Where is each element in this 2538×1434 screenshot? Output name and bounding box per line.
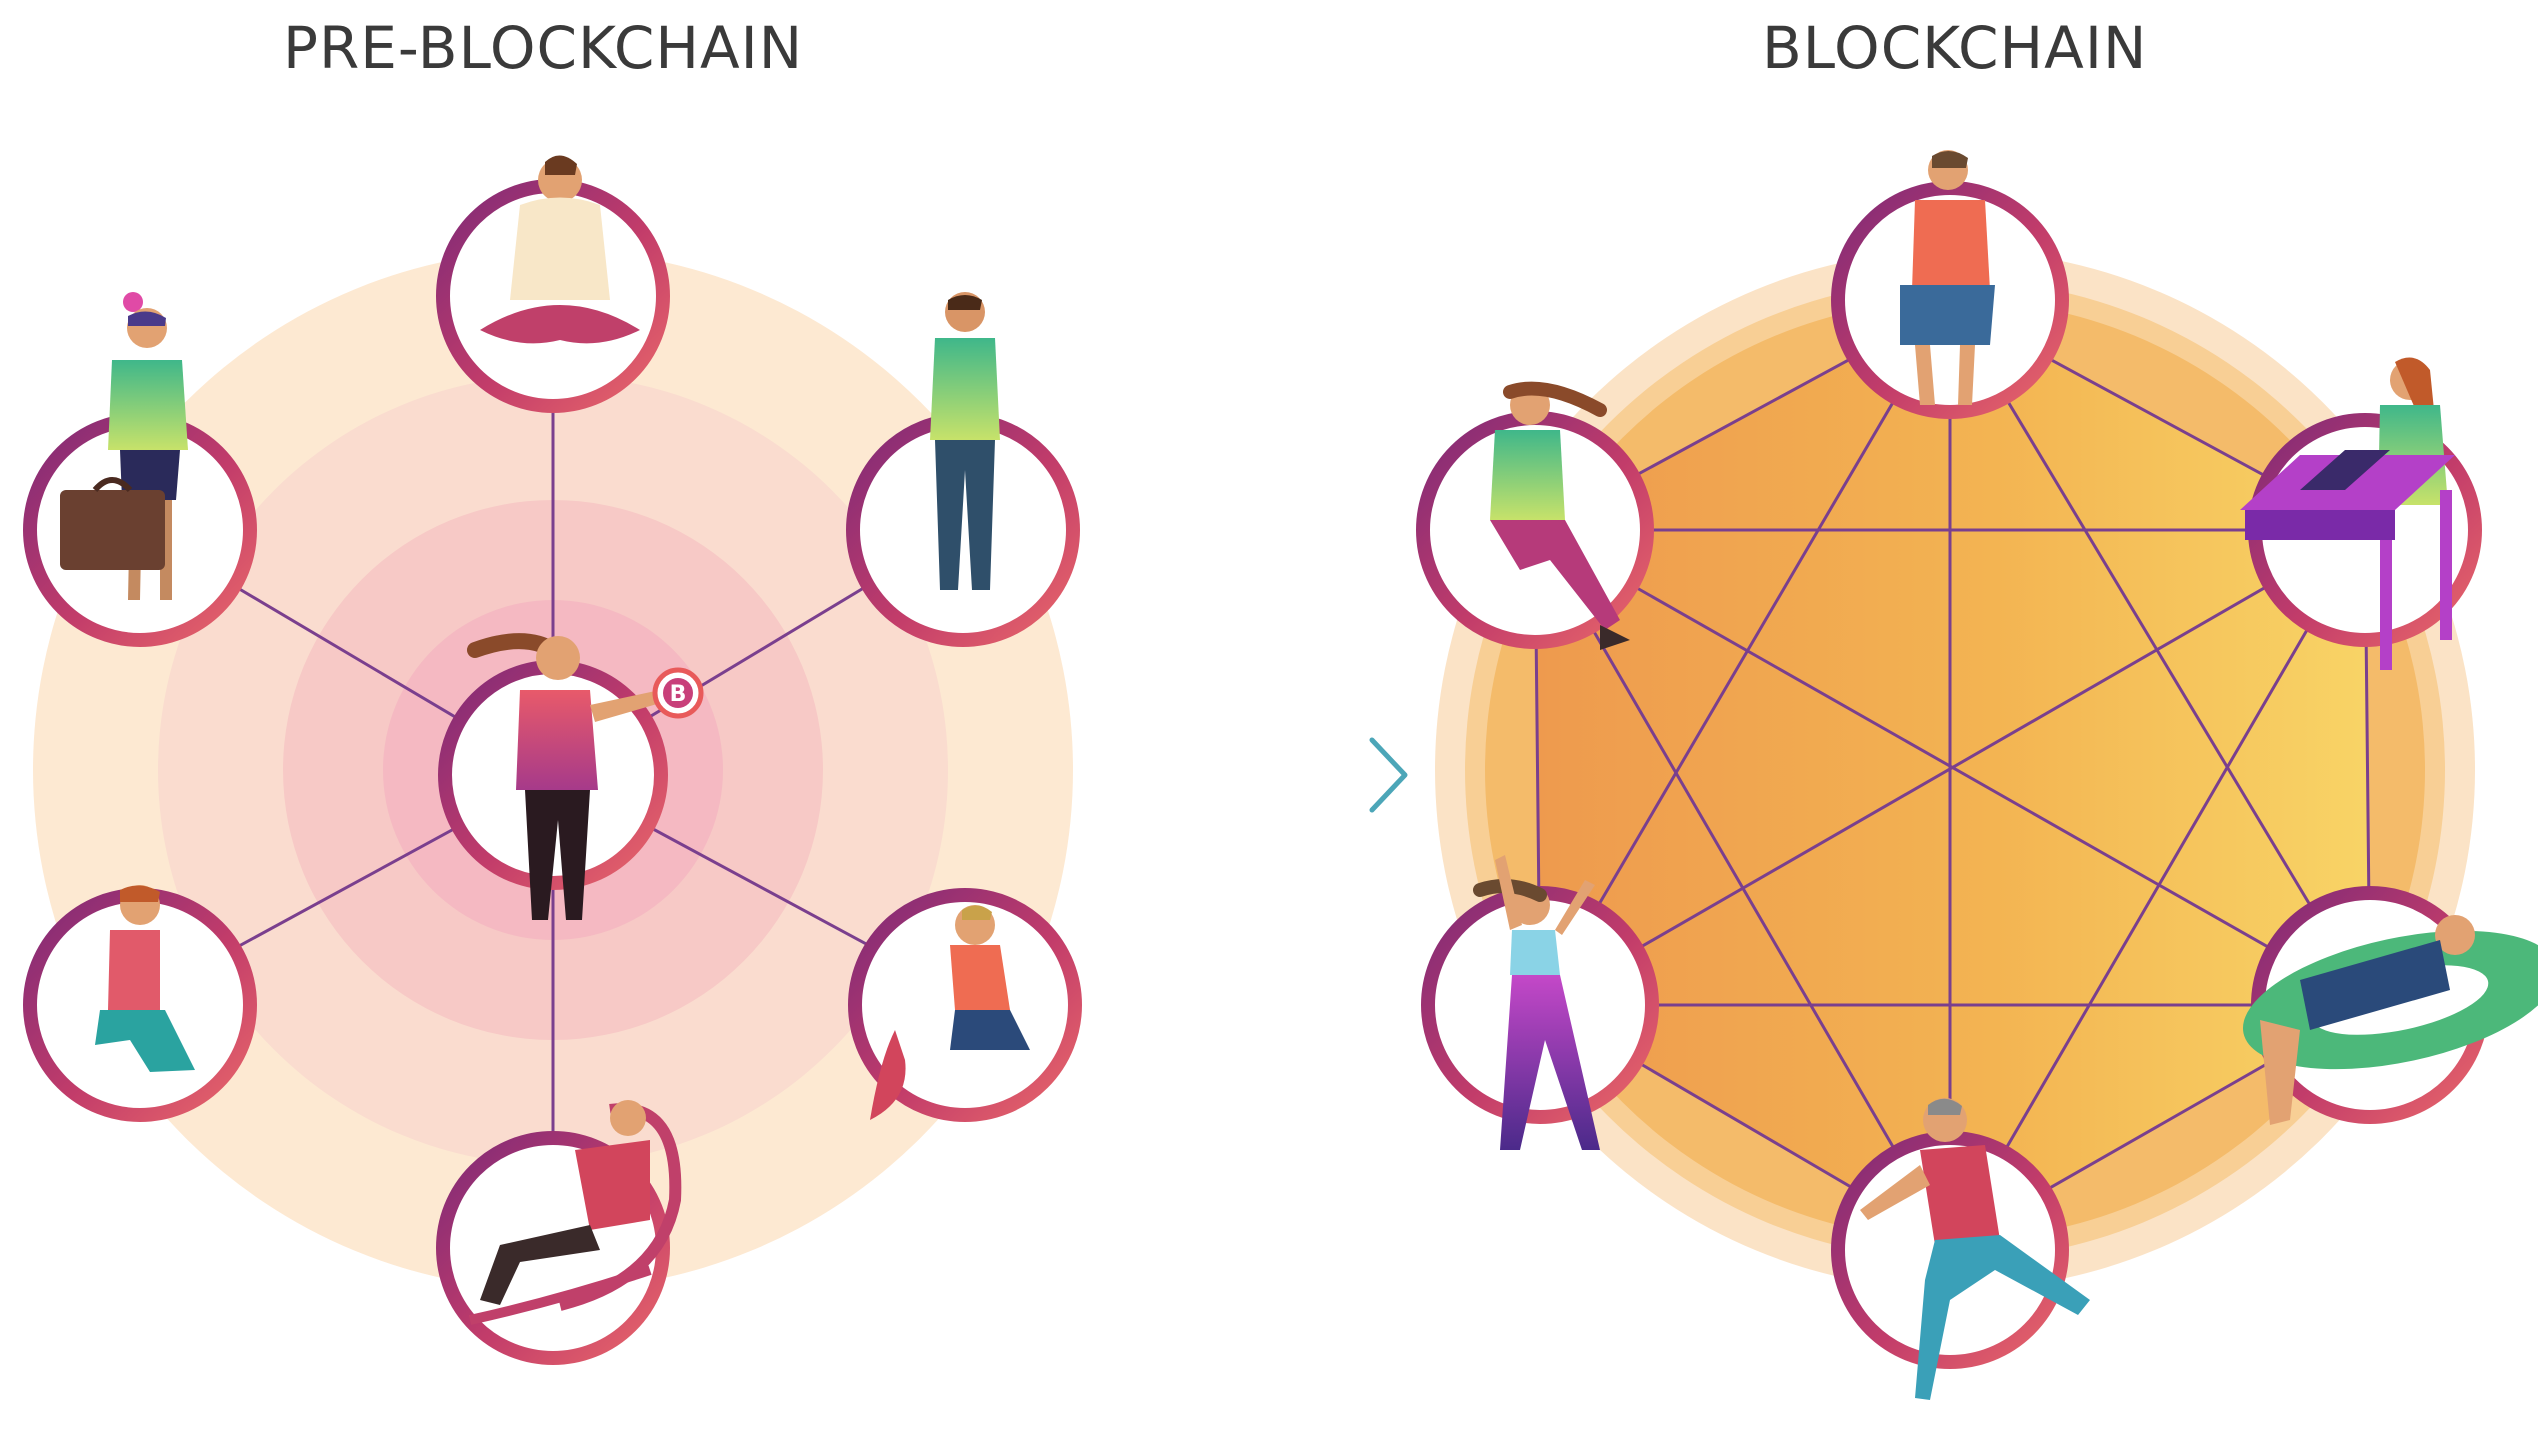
running-person-figure [1860,1098,2090,1400]
node-lounging-person [2242,886,2538,1125]
transition-arrow [930,737,1408,813]
node-person-with-briefcase [23,292,257,647]
node-laptop-worker [2240,357,2482,670]
pre-blockchain-title: PRE-BLOCKCHAIN [283,14,804,82]
pre-blockchain-network: B [23,155,1082,1365]
node-dancing-person [1421,855,1659,1150]
person-holding-coin-figure [467,633,664,920]
laptop-icon [2300,450,2390,490]
kneeling-person-figure [95,885,195,1072]
kneeling-with-cat-figure [870,905,1030,1120]
node-standing-man [846,292,1080,647]
arrow-head-icon [1369,737,1408,813]
person-with-briefcase-figure [60,292,188,600]
meditating-person-figure [480,155,640,344]
bitcoin-coin-icon: B [652,667,704,719]
rocking-chair-elder-figure [468,1100,682,1325]
node-kneeling-person [23,885,257,1122]
node-sitting-person [1831,150,2069,419]
standing-man-figure [930,292,1000,590]
mesh-lines [1533,304,2372,1246]
node-rocking-chair-elder [436,1100,682,1365]
lounging-person-figure [2242,915,2538,1125]
dancing-person-figure [1473,855,1600,1150]
cat-shape [870,1030,906,1120]
blockchain-title: BLOCKCHAIN [1762,14,2148,82]
node-person-holding-coin: B [438,633,704,920]
node-sitting-woman [1416,381,1654,650]
coin-badge-label: B [670,682,687,707]
briefcase-shape [60,490,165,570]
sitting-woman-figure [1490,381,1630,650]
blockchain-network [1416,150,2538,1400]
sitting-person-figure [1900,150,1995,405]
laptop-worker-figure [2240,357,2455,670]
node-meditating-person [436,155,670,413]
node-running-person [1831,1098,2090,1400]
node-kneeling-with-cat [848,888,1082,1122]
